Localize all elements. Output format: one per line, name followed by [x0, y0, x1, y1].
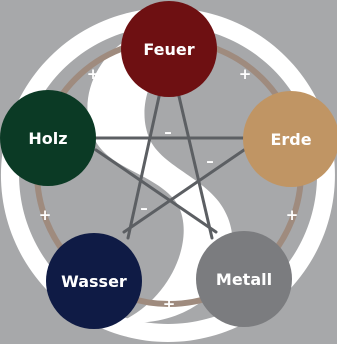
node-water-label: Wasser [61, 272, 127, 291]
node-wood-label: Holz [28, 129, 67, 148]
minus-sign: – [164, 123, 172, 141]
minus-sign: – [206, 152, 214, 170]
node-water: Wasser [46, 233, 142, 329]
controlling-cycle-star [94, 90, 246, 240]
star-line-wood-metal [94, 148, 218, 234]
plus-sign: + [286, 206, 299, 224]
minus-sign: – [120, 152, 128, 170]
plus-sign: + [87, 65, 100, 83]
node-metal-label: Metall [216, 270, 272, 289]
node-wood-circle [0, 90, 96, 186]
node-metal-circle [196, 231, 292, 327]
node-fire-circle [121, 1, 217, 97]
node-earth: Erde [243, 91, 337, 187]
minus-sign: – [190, 199, 198, 217]
node-fire: Feuer [121, 1, 217, 97]
star-line-fire-metal [176, 90, 214, 240]
node-earth-circle [243, 91, 337, 187]
node-wood: Holz [0, 90, 96, 186]
node-earth-label: Erde [270, 130, 311, 149]
star-line-earth-water [122, 148, 246, 234]
minus-sign: – [140, 199, 148, 217]
background-swirl [0, 8, 335, 343]
node-metal: Metall [196, 231, 292, 327]
plus-sign: + [39, 206, 52, 224]
plus-sign: + [239, 65, 252, 83]
generating-signs: + + + + + [39, 65, 299, 313]
swirl-s-curve [87, 26, 233, 323]
node-fire-label: Feuer [143, 40, 194, 59]
star-line-fire-water [126, 90, 162, 240]
controlling-signs: – – – – – [120, 123, 214, 217]
plus-sign: + [163, 295, 176, 313]
node-water-circle [46, 233, 142, 329]
